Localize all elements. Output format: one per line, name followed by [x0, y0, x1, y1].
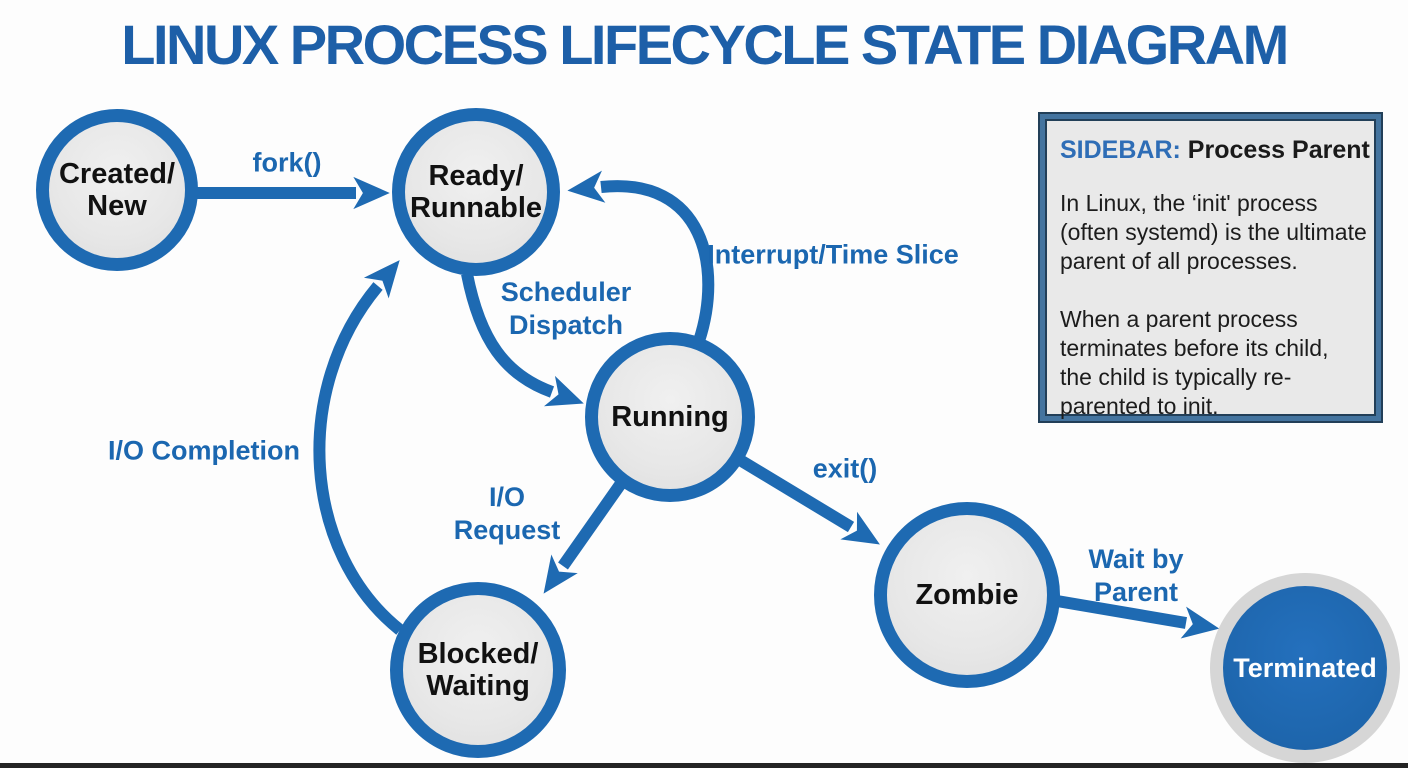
edge-label-exit: exit()	[812, 453, 878, 484]
state-node-blocked: Blocked/ Waiting	[390, 582, 566, 758]
state-label-ready: Ready/ Runnable	[409, 160, 543, 224]
edge-io-request-arrow	[543, 478, 627, 594]
sidebar-title-rest: Process Parent	[1180, 136, 1370, 164]
state-node-created: Created/ New	[36, 109, 198, 271]
sidebar-box: SIDEBAR: Process Parent In Linux, the ‘i…	[1038, 112, 1383, 423]
sidebar-paragraph-1: In Linux, the ‘init' process (often syst…	[1060, 190, 1367, 274]
sidebar-title: SIDEBAR: Process Parent	[1060, 136, 1375, 165]
edge-label-interrupt: Interrupt/Time Slice	[707, 239, 959, 270]
state-node-terminated-fill: Terminated	[1223, 586, 1387, 750]
edge-interrupt-arrow	[567, 170, 715, 343]
edge-label-wait-by-parent: Wait by Parent	[1088, 544, 1184, 607]
page-title: LINUX PROCESS LIFECYCLE STATE DIAGRAM	[121, 13, 1289, 76]
edge-scheduler-dispatch-arrow	[461, 272, 584, 407]
edge-wait-by-parent-arrow	[1055, 595, 1220, 639]
edge-label-io-request: I/O Request	[453, 482, 561, 545]
state-label-terminated: Terminated	[1233, 652, 1377, 683]
edge-label-io-completion: I/O Completion	[108, 435, 300, 466]
edge-label-fork: fork()	[252, 147, 322, 178]
edge-exit-arrow	[736, 454, 880, 545]
sidebar-title-prefix: SIDEBAR:	[1060, 136, 1181, 164]
state-label-blocked: Blocked/ Waiting	[417, 638, 539, 702]
state-label-running: Running	[611, 401, 729, 433]
edge-io-completion-arrow	[313, 260, 404, 635]
state-node-ready: Ready/ Runnable	[392, 108, 560, 276]
state-node-running: Running	[585, 332, 755, 502]
state-node-terminated: Terminated	[1210, 573, 1400, 763]
edge-label-scheduler-dispatch: Scheduler Dispatch	[500, 277, 632, 340]
state-label-zombie: Zombie	[915, 579, 1019, 611]
sidebar-paragraph-2: When a parent process terminates before …	[1060, 306, 1329, 419]
state-node-zombie: Zombie	[874, 502, 1060, 688]
state-label-created: Created/ New	[58, 158, 176, 222]
bottom-edge-strip	[0, 763, 1408, 768]
